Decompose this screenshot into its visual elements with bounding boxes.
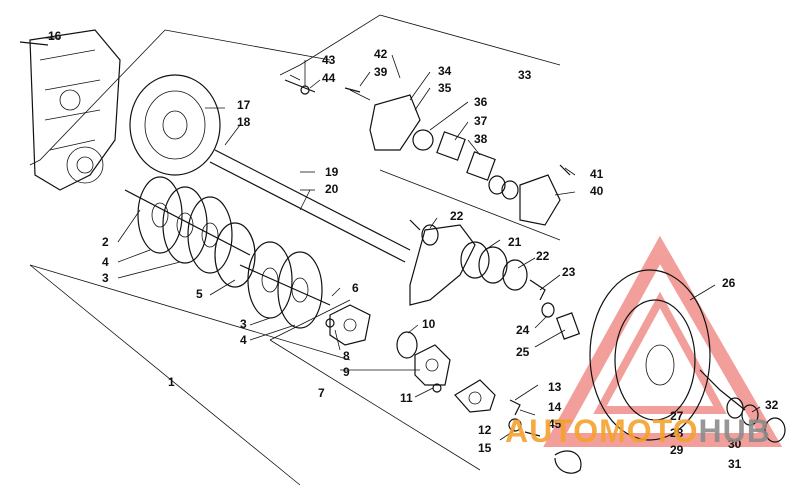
driven-pulley bbox=[589, 269, 786, 443]
callout: 32 bbox=[765, 398, 779, 412]
group-bracket-lines bbox=[29, 14, 561, 486]
callout: 2 bbox=[102, 235, 109, 249]
callout: 37 bbox=[474, 114, 488, 128]
brake-disc bbox=[129, 74, 221, 176]
bearing-flanges bbox=[329, 304, 496, 413]
callout: 45 bbox=[548, 417, 562, 431]
callout: 35 bbox=[438, 81, 452, 95]
watermark-prefix: AUTO bbox=[505, 413, 599, 449]
callout: 7 bbox=[318, 386, 325, 400]
callout: 24 bbox=[516, 323, 530, 337]
drive-sprockets bbox=[124, 176, 256, 288]
callout: 17 bbox=[237, 98, 251, 112]
watermark-logo bbox=[543, 235, 783, 447]
callout: 31 bbox=[728, 457, 742, 471]
sprocket-set-right bbox=[239, 241, 331, 329]
callout: 22 bbox=[450, 209, 464, 223]
callout: 25 bbox=[516, 345, 530, 359]
callout: 42 bbox=[374, 47, 388, 61]
chain-case-housing bbox=[29, 29, 121, 191]
callout: 20 bbox=[325, 182, 339, 196]
callout: 28 bbox=[670, 426, 684, 440]
callout: 34 bbox=[438, 64, 452, 78]
callout-labels: 1 2 3 3 4 4 5 6 7 8 9 10 11 12 13 14 45 … bbox=[48, 29, 779, 471]
callout: 11 bbox=[400, 391, 413, 405]
watermark-suffix: HUB bbox=[698, 413, 770, 449]
callout: 43 bbox=[322, 53, 336, 67]
callout: 19 bbox=[325, 165, 339, 179]
callout: 4 bbox=[240, 333, 247, 347]
svg-text:AUTOMOTOHUB: AUTOMOTOHUB bbox=[505, 413, 771, 449]
callout: 13 bbox=[548, 380, 562, 394]
callout: 8 bbox=[343, 349, 350, 363]
leader-lines bbox=[45, 37, 761, 441]
callout: 36 bbox=[474, 95, 488, 109]
callout: 5 bbox=[196, 287, 203, 301]
callout: 18 bbox=[237, 115, 251, 129]
callout: 27 bbox=[670, 409, 684, 423]
callout: 23 bbox=[562, 265, 576, 279]
watermark-text: AUTOMOTOHUB bbox=[505, 413, 771, 449]
watermark-middle: MOTO bbox=[599, 413, 698, 449]
callout: 16 bbox=[48, 29, 62, 43]
callout: 44 bbox=[322, 71, 336, 85]
callout: 26 bbox=[722, 276, 736, 290]
callout: 33 bbox=[518, 68, 532, 82]
callout: 10 bbox=[422, 317, 436, 331]
callout: 15 bbox=[478, 441, 492, 455]
callout: 38 bbox=[474, 132, 488, 146]
sprocket-bracket bbox=[409, 224, 581, 340]
callout: 41 bbox=[590, 167, 604, 181]
brake-caliper bbox=[289, 74, 561, 226]
callout: 21 bbox=[508, 235, 522, 249]
callout: 6 bbox=[352, 281, 359, 295]
callout: 39 bbox=[374, 65, 388, 79]
callout: 30 bbox=[728, 437, 742, 451]
drive-shaft bbox=[209, 149, 411, 263]
callout: 4 bbox=[102, 255, 109, 269]
callout: 22 bbox=[536, 249, 550, 263]
callout: 14 bbox=[548, 400, 562, 414]
callout: 12 bbox=[478, 423, 492, 437]
callout: 1 bbox=[168, 375, 175, 389]
callout: 3 bbox=[240, 317, 247, 331]
callout: 40 bbox=[590, 184, 604, 198]
callout: 9 bbox=[343, 365, 350, 379]
callout: 3 bbox=[102, 271, 109, 285]
callout: 29 bbox=[670, 443, 684, 457]
